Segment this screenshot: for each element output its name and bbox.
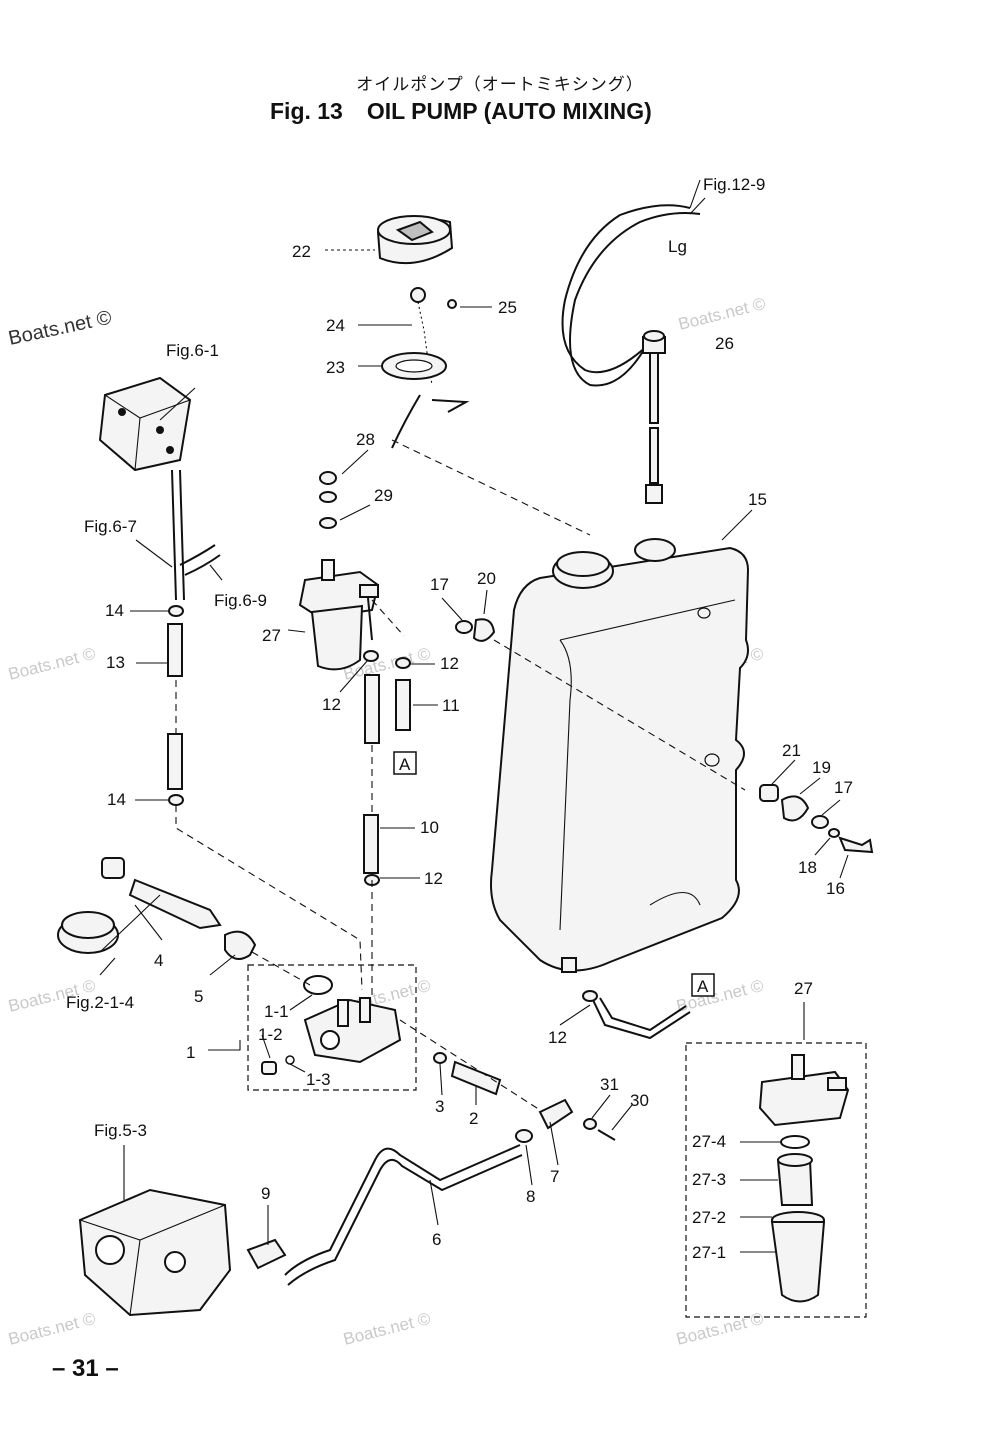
callout-30: 30	[630, 1091, 649, 1110]
external-part-fig-6-1	[98, 376, 192, 472]
callout-10: 10	[420, 818, 439, 837]
figure-reference: Fig.6-7	[84, 517, 137, 536]
callout-7: 7	[550, 1167, 559, 1186]
watermark: Boats.net ©	[6, 307, 113, 350]
shaft-and-fittings	[433, 1052, 616, 1143]
connector-tag-label: A	[399, 755, 411, 774]
figure-reference: Fig.6-9	[214, 591, 267, 610]
callout-9: 9	[261, 1184, 270, 1203]
callout-16: 16	[826, 879, 845, 898]
callout-27: 27	[794, 979, 813, 998]
tank-mounting-parts	[455, 618, 874, 854]
callout-12: 12	[548, 1028, 567, 1047]
callout-5: 5	[194, 987, 203, 1006]
watermark: Boats.net ©	[674, 976, 765, 1016]
watermark: Boats.net ©	[6, 1309, 97, 1349]
wire-color-code: Lg	[668, 237, 687, 256]
callout-11: 11	[442, 696, 460, 715]
figure-number: Fig. 13	[270, 98, 343, 124]
figure-reference: Fig.2-1-4	[66, 993, 134, 1012]
part-callouts: 22 25 24 23 26 28 29 15 17 20 14 27 12 1…	[105, 242, 853, 1262]
connector-tag-a: A	[393, 751, 417, 775]
callout-29: 29	[374, 486, 393, 505]
page-number: – 31 –	[52, 1355, 119, 1382]
callout-12: 12	[322, 695, 341, 714]
callout-15: 15	[748, 490, 767, 509]
callout-26: 26	[715, 334, 734, 353]
oil-pump	[261, 975, 402, 1075]
callout-22: 22	[292, 242, 311, 261]
callout-28: 28	[356, 430, 375, 449]
callout-27-3: 27-3	[692, 1170, 726, 1189]
hose-6	[246, 1144, 523, 1286]
callout-1-1: 1-1	[264, 1002, 289, 1021]
callout-12: 12	[424, 869, 443, 888]
connector-tag-a: A	[691, 973, 715, 997]
callout-6: 6	[432, 1230, 441, 1249]
hoses-and-clips	[167, 469, 691, 1040]
tank-cap	[376, 215, 454, 265]
callout-17: 17	[430, 575, 449, 594]
watermark: Boats.net ©	[6, 644, 97, 684]
callout-17: 17	[834, 778, 853, 797]
oil-filter-assembly	[298, 471, 380, 671]
callout-13: 13	[106, 653, 125, 672]
oil-level-sender	[561, 204, 701, 504]
callout-21: 21	[782, 741, 801, 760]
callout-8: 8	[526, 1187, 535, 1206]
figure-title: OIL PUMP (AUTO MIXING)	[366, 98, 652, 124]
connector-tag-label: A	[697, 977, 709, 996]
oil-tank	[490, 538, 750, 973]
callout-19: 19	[812, 758, 831, 777]
callout-14: 14	[105, 601, 124, 620]
callout-1-2: 1-2	[258, 1025, 283, 1044]
diagram-title: Fig. 13 OIL PUMP (AUTO MIXING)	[270, 98, 652, 125]
callout-1-3: 1-3	[306, 1070, 331, 1089]
callout-24: 24	[326, 316, 345, 335]
external-part-fig-5-3	[78, 1188, 232, 1317]
pump-assembly-box	[247, 964, 417, 1091]
figure-reference: Fig.6-1	[166, 341, 219, 360]
callout-27-1: 27-1	[692, 1243, 726, 1262]
filter-kit	[758, 1054, 850, 1303]
callout-27: 27	[262, 626, 281, 645]
callout-14: 14	[107, 790, 126, 809]
callout-31: 31	[600, 1075, 619, 1094]
callout-20: 20	[477, 569, 496, 588]
callout-12: 12	[440, 654, 459, 673]
watermark: Boats.net ©	[341, 1309, 432, 1349]
figure-reference: Fig.5-3	[94, 1121, 147, 1140]
routing-lines	[175, 439, 746, 1111]
callout-23: 23	[326, 358, 345, 377]
filter-kit-box	[685, 1042, 867, 1318]
callout-2: 2	[469, 1109, 478, 1128]
callout-18: 18	[798, 858, 817, 877]
callout-27-2: 27-2	[692, 1208, 726, 1227]
callout-4: 4	[154, 951, 163, 970]
leader-lines	[99, 179, 849, 1253]
pump-drive-parts	[57, 857, 257, 960]
callout-3: 3	[435, 1097, 444, 1116]
callout-25: 25	[498, 298, 517, 317]
figure-reference: Fig.12-9	[703, 175, 765, 194]
diagram-subtitle-japanese: オイルポンプ（オートミキシング）	[356, 75, 644, 94]
watermark: Boats.net ©	[674, 1309, 765, 1349]
chain-and-strainer	[381, 287, 470, 449]
callout-27-4: 27-4	[692, 1132, 726, 1151]
callout-1: 1	[186, 1043, 195, 1062]
watermark: Boats.net ©	[676, 294, 767, 334]
